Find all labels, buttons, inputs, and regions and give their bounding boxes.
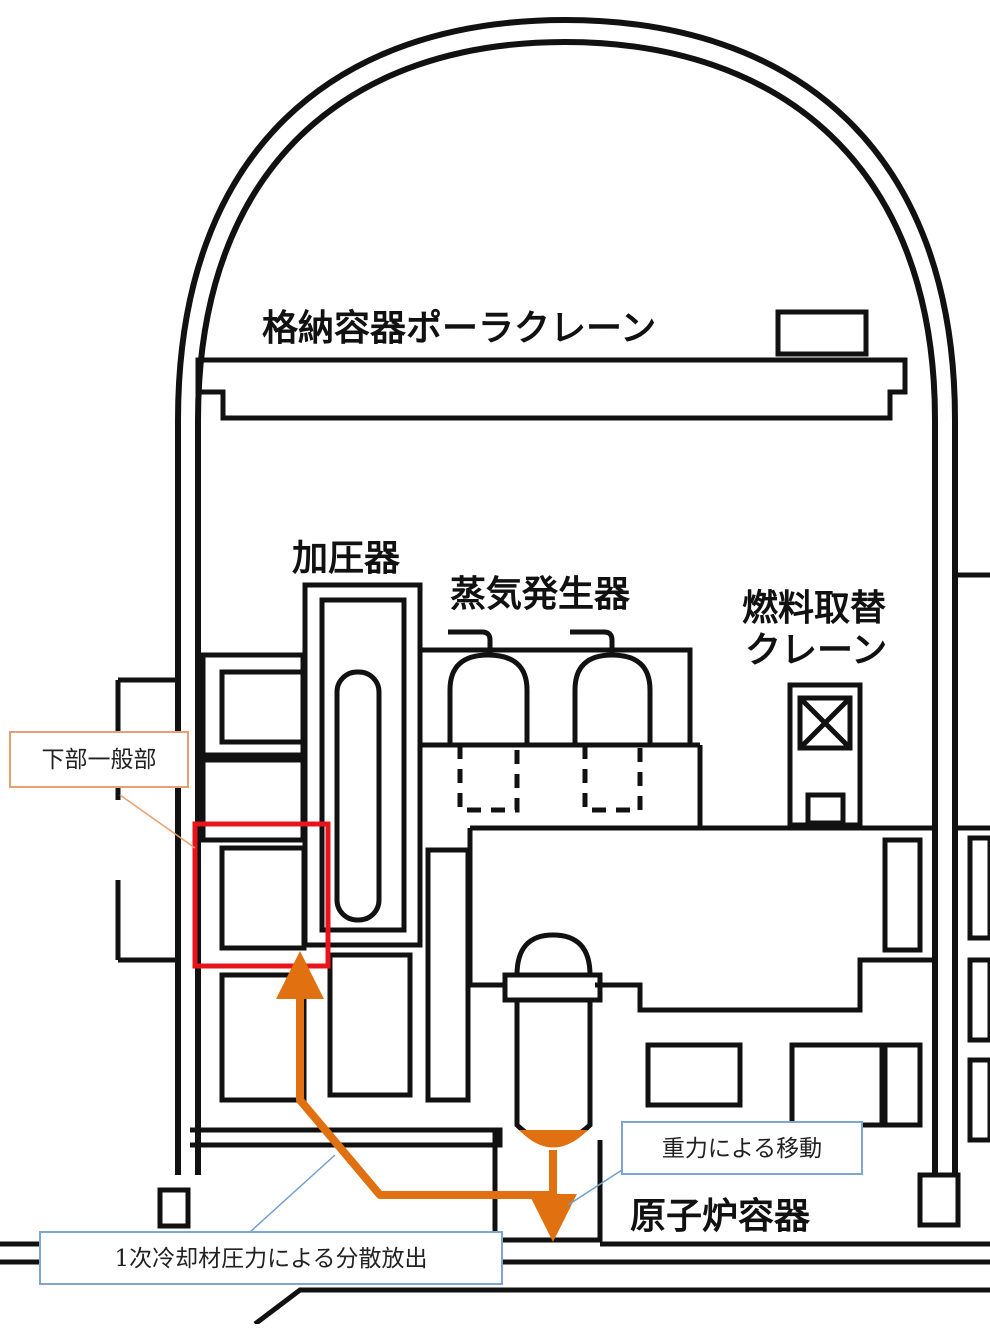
steam-generator-label: 蒸気発生器 xyxy=(450,574,631,615)
fuel-handling-crane xyxy=(787,682,863,828)
flow-arrows xyxy=(276,951,577,1242)
lower-general-highlight xyxy=(192,821,331,969)
internal-structures xyxy=(420,647,935,1128)
polar-crane-label: 格納容器ポーラクレーン xyxy=(262,307,656,349)
steam-generator-right xyxy=(570,629,653,813)
reactor-vessel-label: 原子炉容器 xyxy=(630,1196,811,1237)
steam-generator-left xyxy=(447,629,530,813)
callout-lower-general-text: 下部一般部 xyxy=(42,747,157,773)
callout-dispersed: 1次冷却材圧力による分散放出 xyxy=(39,1231,503,1285)
outer-structures xyxy=(115,572,990,1229)
pressurizer-label: 加圧器 xyxy=(292,538,401,579)
debris-pool xyxy=(519,1130,588,1148)
callout-lower-general: 下部一般部 xyxy=(9,731,189,788)
lower-general-leader xyxy=(119,794,196,849)
fuel-crane-label-line1: 燃料取替 xyxy=(742,588,886,629)
left-compartments xyxy=(190,652,503,1148)
dispersed-release-arrow xyxy=(276,951,553,1199)
gravity-leader xyxy=(567,1167,626,1206)
callout-leaders xyxy=(119,794,626,1233)
dispersed-leader xyxy=(249,1154,336,1233)
callout-dispersed-text: 1次冷却材圧力による分散放出 xyxy=(115,1246,428,1272)
fuel-crane-label-line2: クレーン xyxy=(745,630,887,671)
pressurizer xyxy=(302,582,423,948)
polar-crane xyxy=(195,309,908,421)
callout-gravity: 重力による移動 xyxy=(621,1121,863,1175)
containment-dome xyxy=(175,16,958,1175)
callout-gravity-text: 重力による移動 xyxy=(662,1136,822,1162)
